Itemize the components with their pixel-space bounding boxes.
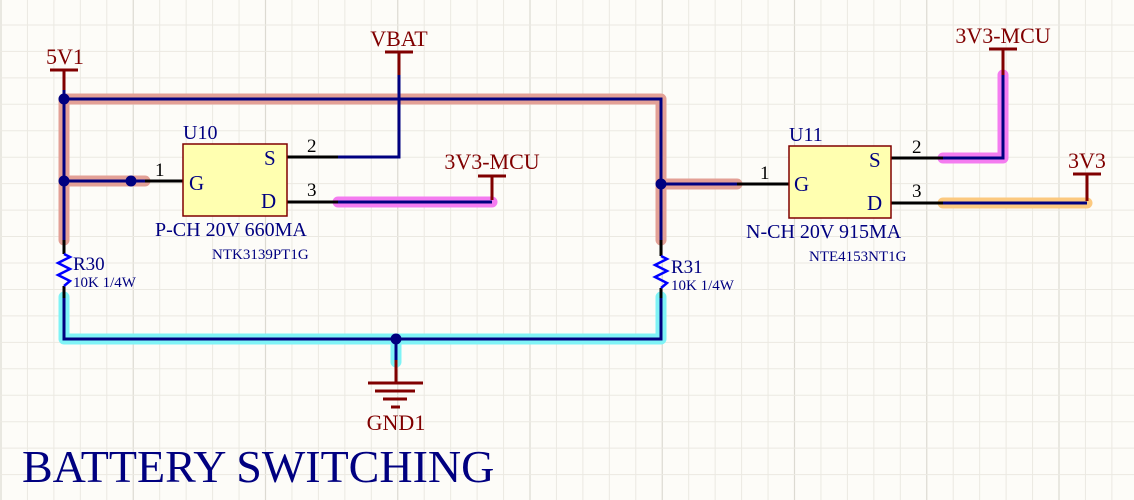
pin-number-source: 2: [307, 136, 317, 157]
net-gnd-highlight: [58, 291, 667, 368]
component-value: 10K 1/4W: [671, 278, 735, 294]
power-bar-icon: [478, 174, 506, 200]
power-bar-icon: [385, 50, 413, 75]
power-port-gnd[interactable]: GND1: [367, 360, 426, 435]
sheet-title: BATTERY SWITCHING: [22, 441, 494, 492]
pin-name-drain: D: [867, 191, 882, 215]
component-r31[interactable]: R31 10K 1/4W: [652, 240, 735, 298]
pin-name-gate: G: [189, 171, 204, 195]
wire-u11-source: [943, 75, 1005, 160]
power-bar-icon: [1073, 172, 1101, 201]
pin-number-drain: 3: [912, 181, 922, 202]
wire-gnd: [62, 297, 663, 362]
pin-number-source: 2: [912, 137, 922, 158]
junction-dot: [125, 175, 137, 187]
pin-name-drain: D: [261, 189, 276, 213]
component-designator: U11: [789, 124, 823, 146]
power-port-5v1[interactable]: 5V1: [46, 44, 84, 90]
pin-name-source: S: [264, 146, 276, 170]
component-comment: N-CH 20V 915MA: [746, 221, 902, 243]
junction-dot: [390, 333, 402, 345]
component-comment: P-CH 20V 660MA: [155, 219, 307, 241]
power-port-vbat[interactable]: VBAT: [370, 26, 428, 75]
mosfet-body: [182, 143, 288, 217]
component-designator: U10: [183, 122, 217, 144]
junctions: [58, 93, 667, 345]
component-u11[interactable]: U11 G S D 1 2 3 N-CH 20V 915MA NTE4153NT…: [737, 124, 943, 265]
component-designator: R30: [73, 254, 105, 275]
component-value: 10K 1/4W: [73, 275, 137, 291]
resistor-icon: [55, 252, 73, 287]
mosfet-body: [788, 145, 892, 219]
power-port-label: 3V3-MCU: [955, 23, 1050, 48]
ground-icon: [368, 360, 423, 409]
resistor-icon: [652, 254, 670, 289]
power-port-label: VBAT: [370, 26, 428, 51]
power-port-3v3[interactable]: 3V3: [1068, 148, 1106, 201]
pin-number-gate: 1: [155, 160, 165, 181]
pin-name-gate: G: [794, 172, 809, 196]
wires: [62, 72, 1087, 362]
component-designator: R31: [671, 257, 703, 278]
component-r30[interactable]: R30 10K 1/4W: [55, 240, 137, 298]
net-3v3-mcu-right-highlight: [937, 69, 1009, 164]
pin-number-drain: 3: [307, 180, 317, 201]
pin-number-gate: 1: [760, 163, 770, 184]
wire-vbat: [338, 72, 401, 159]
power-port-label: GND1: [367, 410, 426, 435]
power-port-3v3-mcu-right[interactable]: 3V3-MCU: [955, 23, 1051, 75]
power-bar-icon: [989, 47, 1017, 75]
pin-name-source: S: [869, 148, 881, 172]
component-part-number: NTE4153NT1G: [809, 249, 907, 265]
junction-dot: [655, 178, 667, 190]
power-port-label: 3V3: [1068, 148, 1106, 173]
power-bar-icon: [50, 68, 78, 90]
power-port-label: 5V1: [46, 44, 84, 69]
power-port-3v3-mcu-left[interactable]: 3V3-MCU: [444, 149, 540, 200]
junction-dot: [58, 175, 70, 187]
power-port-label: 3V3-MCU: [444, 149, 539, 174]
component-part-number: NTK3139PT1G: [212, 247, 309, 263]
junction-dot: [58, 93, 70, 105]
component-u10[interactable]: U10 G S D 1 2 3 P-CH 20V 660MA NTK3139PT…: [145, 122, 338, 263]
